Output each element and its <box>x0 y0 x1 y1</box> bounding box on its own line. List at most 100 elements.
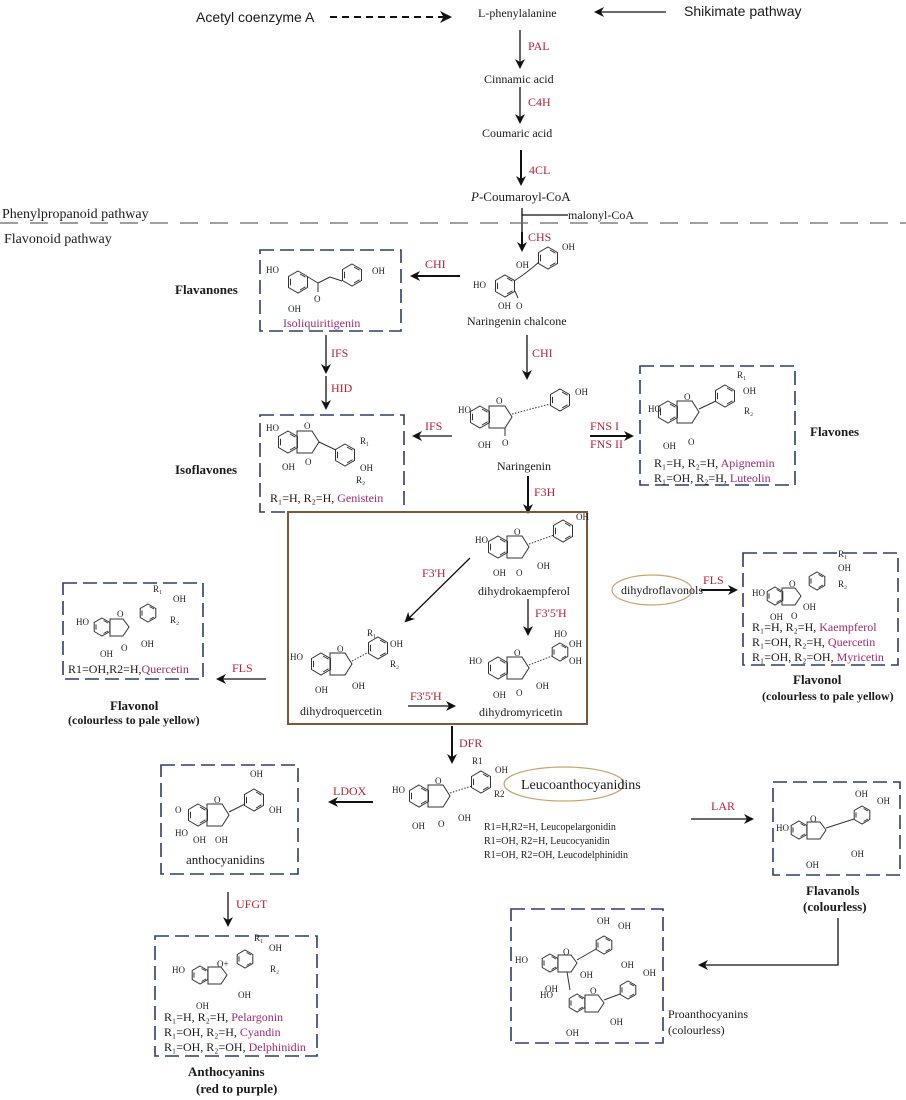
enzyme-hid: HID <box>331 381 353 395</box>
naringenin-label: Naringenin <box>497 459 551 473</box>
svg-text:O: O <box>502 438 509 448</box>
svg-text:OH: OH <box>250 769 263 779</box>
svg-text:O: O <box>791 611 798 621</box>
svg-text:OH: OH <box>545 984 558 994</box>
svg-text:HO: HO <box>392 785 405 795</box>
svg-text:HO: HO <box>648 404 661 414</box>
enzyme-fls-right: FLS <box>703 573 724 587</box>
svg-text:OH: OH <box>580 970 593 980</box>
anthocyanidins-label: anthocyanidins <box>186 852 265 867</box>
shikimate-label: Shikimate pathway <box>684 3 802 19</box>
anthocyanidins-structure: O HO OH OH O OH OH <box>175 769 282 845</box>
svg-text:OH: OH <box>390 639 403 649</box>
enzyme-ufgt: UFGT <box>236 897 268 911</box>
svg-text:OH: OH <box>851 849 864 859</box>
isoliquiritigenin-box <box>259 249 402 332</box>
svg-text:OH: OH <box>360 463 373 473</box>
svg-text:R₂: R₂ <box>170 615 179 625</box>
dihydroquercetin-label: dihydroquercetin <box>300 704 382 718</box>
svg-text:OH: OH <box>569 639 582 649</box>
svg-text:OH: OH <box>569 656 582 666</box>
svg-text:OH: OH <box>495 765 508 775</box>
svg-text:O: O <box>496 396 503 406</box>
svg-text:OH: OH <box>643 968 656 978</box>
svg-text:HO: HO <box>475 535 488 545</box>
enzyme-f35h-right: F3'5'H <box>410 689 442 703</box>
svg-text:R₁: R₁ <box>254 933 263 943</box>
svg-text:OH: OH <box>576 512 589 522</box>
svg-text:O: O <box>590 986 597 996</box>
svg-text:O: O <box>688 437 695 447</box>
flavonol-left-structure: HO O OH O OH R₁ OH R₂ <box>76 584 186 659</box>
svg-text:O: O <box>117 609 124 619</box>
dihydrokaempferol-structure: HO O OH O OH OH <box>475 512 589 578</box>
malonyl-coa-label: malonyl-CoA <box>568 208 634 222</box>
flavonol-right-substituent-1: R₁=H, R₂=H, Kaempferol <box>752 620 877 634</box>
svg-text:OH: OH <box>493 690 506 700</box>
enzyme-4cl: 4CL <box>529 163 550 177</box>
flavanols-label: Flavanols <box>806 883 859 898</box>
svg-text:HO: HO <box>554 629 567 639</box>
svg-text:OH: OH <box>478 440 491 450</box>
svg-text:R₁: R₁ <box>838 549 847 559</box>
svg-text:OH: OH <box>610 1017 623 1027</box>
flavonol-left-label: Flavonol <box>110 698 159 713</box>
anthocyanins-note: (red to purple) <box>196 1081 277 1096</box>
leucoanthocyanidins-label: Leucoanthocyanidins <box>521 778 641 793</box>
enzyme-chi-down: CHI <box>532 346 553 360</box>
svg-text:OH: OH <box>803 602 816 612</box>
svg-text:R1: R1 <box>472 756 483 766</box>
svg-text:OH: OH <box>458 813 471 823</box>
dihydrokaempferol-label: dihydrokaempferol <box>478 584 571 598</box>
svg-text:HO: HO <box>458 405 471 415</box>
flavone-structure: HO O OH O R₁ OH R₂ <box>648 370 756 451</box>
svg-text:OH: OH <box>100 649 113 659</box>
enzyme-chi-left: CHI <box>425 257 446 271</box>
svg-text:OH: OH <box>597 916 610 926</box>
svg-text:OH: OH <box>621 960 634 970</box>
svg-text:HO: HO <box>540 990 553 1000</box>
phenylalanine-label: L-phenylalanine <box>478 6 557 20</box>
flavonol-right-label: Flavonol <box>793 672 842 687</box>
flavanols-structure: HO O OH OH OH OH <box>776 789 890 870</box>
svg-text:O: O <box>516 688 523 698</box>
svg-text:HO: HO <box>290 652 303 662</box>
svg-text:O: O <box>789 579 796 589</box>
svg-text:O: O <box>810 814 817 824</box>
svg-text:R₁: R₁ <box>153 584 162 594</box>
leuco-substituent-3: R1=OH, R2=OH, Leucodelphinidin <box>484 850 628 861</box>
enzyme-fns-ii: FNS II <box>590 437 623 451</box>
svg-text:OH: OH <box>282 462 295 472</box>
svg-text:OH: OH <box>352 681 365 691</box>
svg-text:OH: OH <box>288 304 301 314</box>
flavonol-right-substituent-2: R₁=OH, R₂=H, Quercetin <box>752 635 875 649</box>
svg-text:HO: HO <box>266 423 279 433</box>
enzyme-ifs-left: IFS <box>425 419 442 433</box>
flavanols-note: (colourless) <box>803 899 867 914</box>
svg-text:HO: HO <box>266 265 279 275</box>
anthocyanins-box <box>154 935 318 1057</box>
svg-text:R₂: R₂ <box>390 659 399 669</box>
p-coumaroyl-coa-label: P-Coumaroyl-CoA <box>470 189 571 204</box>
flavanols-box <box>772 781 901 876</box>
svg-text:OH: OH <box>516 260 529 270</box>
svg-text:O: O <box>514 527 521 537</box>
coumaric-acid-label: Coumaric acid <box>482 126 552 140</box>
svg-text:R2: R2 <box>494 789 505 799</box>
leucoanthocyanidin-structure: HO O OH O OH R1 OH R2 <box>392 756 508 831</box>
flavonol-right-note: (colourless to pale yellow) <box>762 689 894 703</box>
svg-text:OH: OH <box>618 921 631 931</box>
flavonol-right-box <box>742 552 899 666</box>
svg-text:OH: OH <box>173 594 186 604</box>
svg-text:HO: HO <box>175 828 188 838</box>
flavonol-left-substituent: R1=OH,R2=H,Quercetin <box>68 662 189 676</box>
svg-text:OH: OH <box>315 685 328 695</box>
svg-text:R₂: R₂ <box>356 475 365 485</box>
svg-text:R₁: R₁ <box>367 628 376 638</box>
acetyl-coa-label: Acetyl coenzyme A <box>196 9 315 25</box>
svg-text:HO: HO <box>776 823 789 833</box>
enzyme-chs: CHS <box>528 230 551 244</box>
flavonol-left-box <box>62 582 204 680</box>
svg-text:HO: HO <box>76 617 89 627</box>
